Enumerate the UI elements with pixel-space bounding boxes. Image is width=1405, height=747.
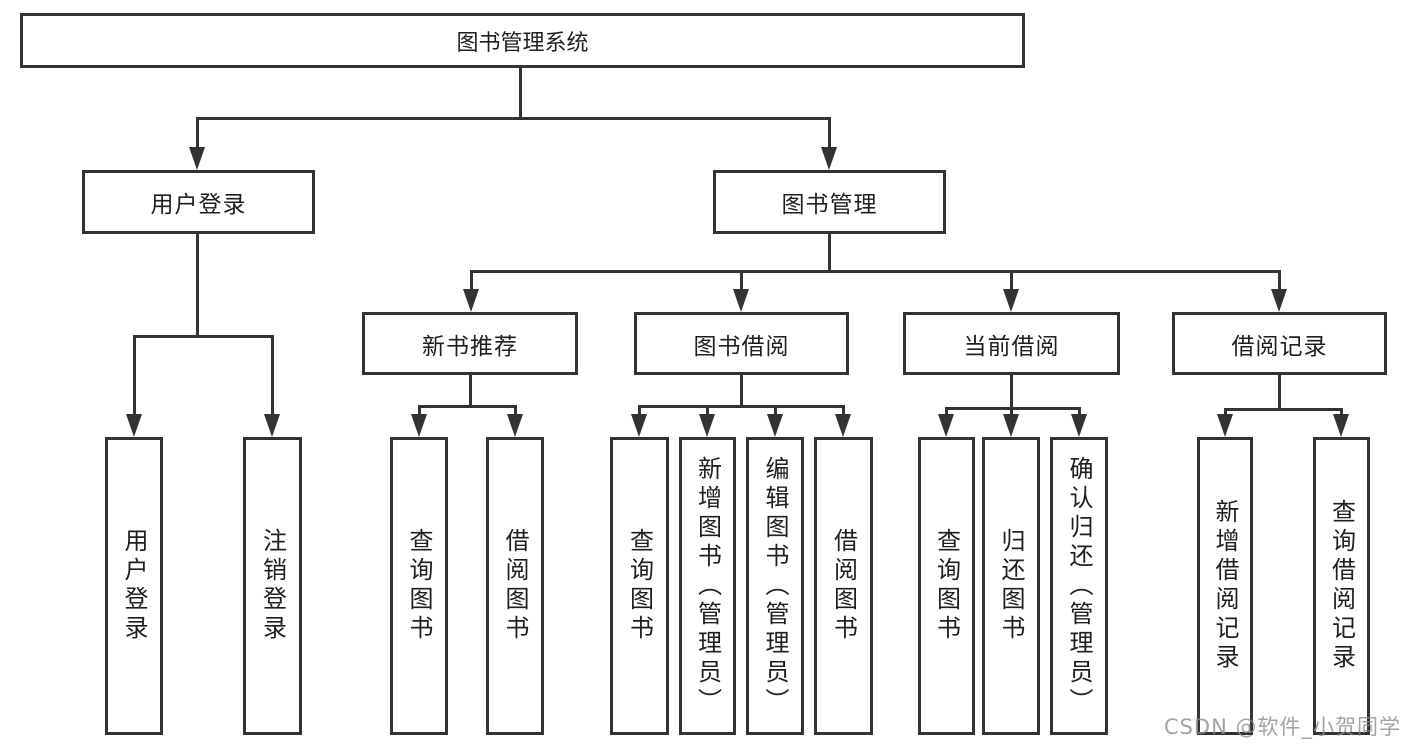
connector-line: [945, 407, 948, 417]
connector-line: [842, 405, 845, 417]
connector-line: [470, 270, 1281, 273]
leaf-borrow-books-recommend: 借阅图书: [486, 437, 544, 735]
node-current-borrow: 当前借阅: [903, 312, 1120, 375]
node-user-login: 用户登录: [82, 170, 315, 234]
arrowhead-down-icon: [821, 147, 837, 170]
connector-line: [1010, 375, 1013, 409]
arrowhead-down-icon: [463, 289, 479, 312]
connector-line: [418, 405, 421, 417]
connector-line: [638, 405, 845, 408]
arrowhead-down-icon: [699, 414, 715, 437]
connector-line: [1010, 407, 1013, 417]
arrowhead-down-icon: [1071, 414, 1087, 437]
node-borrow-records: 借阅记录: [1172, 312, 1387, 375]
arrowhead-down-icon: [1217, 414, 1233, 437]
connector-line: [514, 405, 517, 417]
connector-line: [706, 405, 709, 417]
connector-line: [519, 68, 522, 118]
leaf-return-book: 归还图书: [982, 437, 1040, 735]
connector-line: [828, 117, 831, 150]
arrowhead-down-icon: [126, 414, 142, 437]
watermark-text: CSDN @软件_小贺同学: [1163, 715, 1401, 739]
arrowhead-down-icon: [507, 414, 523, 437]
connector-line: [133, 335, 274, 338]
arrowhead-down-icon: [938, 414, 954, 437]
node-new-book-recommend: 新书推荐: [362, 312, 578, 375]
leaf-add-borrow-record: 新增借阅记录: [1197, 437, 1253, 735]
connector-line: [638, 405, 641, 417]
connector-line: [196, 117, 831, 120]
connector-line: [740, 375, 743, 407]
leaf-query-borrow-record: 查询借阅记录: [1313, 437, 1370, 735]
connector-line: [828, 234, 831, 272]
arrowhead-down-icon: [1271, 289, 1287, 312]
connector-line: [1278, 270, 1281, 292]
leaf-user-login: 用户登录: [105, 437, 163, 735]
connector-line: [470, 270, 473, 292]
connector-line: [469, 375, 472, 407]
arrowhead-down-icon: [733, 289, 749, 312]
arrowhead-down-icon: [1333, 414, 1349, 437]
node-root: 图书管理系统: [20, 13, 1025, 68]
connector-line: [1340, 408, 1343, 417]
connector-line: [196, 234, 199, 337]
connector-line: [418, 405, 517, 408]
leaf-logout: 注销登录: [243, 437, 302, 735]
leaf-borrow-books: 借阅图书: [814, 437, 873, 735]
connector-line: [1224, 408, 1227, 417]
arrowhead-down-icon: [767, 414, 783, 437]
connector-line: [1278, 375, 1281, 410]
arrowhead-down-icon: [835, 414, 851, 437]
connector-line: [740, 270, 743, 292]
connector-line: [133, 335, 136, 416]
arrowhead-down-icon: [1003, 289, 1019, 312]
arrowhead-down-icon: [411, 414, 427, 437]
node-book-management: 图书管理: [713, 170, 946, 234]
arrowhead-down-icon: [189, 147, 205, 170]
arrowhead-down-icon: [631, 414, 647, 437]
arrowhead-down-icon: [264, 414, 280, 437]
connector-line: [774, 405, 777, 417]
leaf-edit-book-admin: 编辑图书（管理员）: [746, 437, 804, 735]
arrowhead-down-icon: [1003, 414, 1019, 437]
leaf-query-books-borrow: 查询图书: [610, 437, 669, 735]
connector-line: [1010, 270, 1013, 292]
connector-line: [271, 335, 274, 416]
leaf-query-books-current: 查询图书: [918, 437, 975, 735]
connector-line: [945, 407, 1081, 410]
leaf-confirm-return-admin: 确认归还（管理员）: [1050, 437, 1108, 735]
leaf-query-books-recommend: 查询图书: [390, 437, 448, 735]
connector-line: [1224, 408, 1343, 411]
node-book-borrow: 图书借阅: [634, 312, 849, 375]
connector-line: [196, 117, 199, 150]
leaf-add-book-admin: 新增图书（管理员）: [679, 437, 736, 735]
connector-line: [1078, 407, 1081, 417]
